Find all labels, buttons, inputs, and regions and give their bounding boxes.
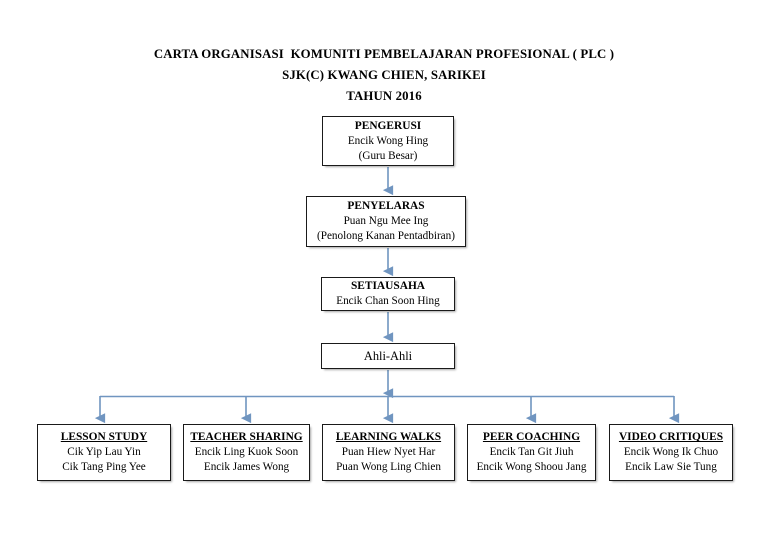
node-penyelaras-note: (Penolong Kanan Pentadbiran) xyxy=(317,230,455,242)
committee-member: Encik Wong Ik Chuo xyxy=(623,446,719,459)
chart-title: CARTA ORGANISASI KOMUNITI PEMBELAJARAN P… xyxy=(0,44,768,107)
committee-member: Encik Law Sie Tung xyxy=(625,461,717,473)
node-setiausaha-name: Encik Chan Soon Hing xyxy=(336,295,440,308)
node-pengerusi-role: PENGERUSI xyxy=(354,119,422,132)
node-committee-teacher-sharing: TEACHER SHARING Encik Ling Kuok Soon Enc… xyxy=(183,424,310,481)
committee-member: Cik Tang Ping Yee xyxy=(62,461,146,473)
committee-member: Encik James Wong xyxy=(203,461,290,473)
committee-member: Puan Wong Ling Chien xyxy=(336,461,441,473)
title-line-3: TAHUN 2016 xyxy=(346,89,422,103)
committee-heading: TEACHER SHARING xyxy=(190,431,303,444)
node-pengerusi-note: (Guru Besar) xyxy=(358,149,418,162)
node-committee-peer-coaching: PEER COACHING Encik Tan Git Jiuh Encik W… xyxy=(467,424,596,481)
node-ahli-label: Ahli-Ahli xyxy=(363,348,413,363)
node-committee-learning-walks: LEARNING WALKS Puan Hiew Nyet Har Puan W… xyxy=(322,424,455,481)
node-penyelaras-role: PENYELARAS xyxy=(347,200,425,213)
node-penyelaras: PENYELARAS Puan Ngu Mee Ing (Penolong Ka… xyxy=(306,196,466,247)
committee-member: Encik Tan Git Jiuh xyxy=(489,446,574,459)
committee-heading: LEARNING WALKS xyxy=(335,431,442,444)
committee-member: Encik Wong Shoou Jang xyxy=(476,461,587,473)
title-line-1: CARTA ORGANISASI KOMUNITI PEMBELAJARAN P… xyxy=(153,47,615,61)
committee-heading: VIDEO CRITIQUES xyxy=(618,431,724,444)
committee-member: Encik Ling Kuok Soon xyxy=(194,446,299,459)
committee-heading: PEER COACHING xyxy=(482,431,581,444)
node-penyelaras-name: Puan Ngu Mee Ing xyxy=(343,215,429,228)
committee-member: Puan Hiew Nyet Har xyxy=(341,446,436,459)
title-line-2: SJK(C) KWANG CHIEN, SARIKEI xyxy=(282,68,486,82)
committee-heading: LESSON STUDY xyxy=(60,431,148,444)
node-committee-video-critiques: VIDEO CRITIQUES Encik Wong Ik Chuo Encik… xyxy=(609,424,733,481)
committee-member: Cik Yip Lau Yin xyxy=(67,446,141,459)
node-pengerusi-name: Encik Wong Hing xyxy=(347,134,429,147)
node-ahli-ahli: Ahli-Ahli xyxy=(321,343,455,369)
node-pengerusi: PENGERUSI Encik Wong Hing (Guru Besar) xyxy=(322,116,454,166)
node-setiausaha: SETIAUSAHA Encik Chan Soon Hing xyxy=(321,277,455,311)
node-committee-lesson-study: LESSON STUDY Cik Yip Lau Yin Cik Tang Pi… xyxy=(37,424,171,481)
node-setiausaha-role: SETIAUSAHA xyxy=(350,280,426,293)
